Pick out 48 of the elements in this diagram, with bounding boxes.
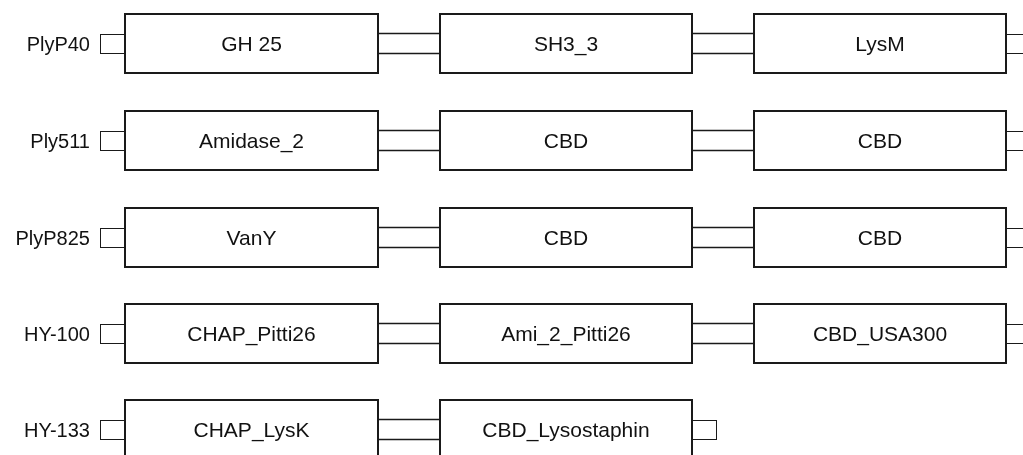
domain-label: CBD: [543, 128, 589, 153]
domain-label: CBD: [857, 225, 903, 250]
domain-box: [753, 303, 1007, 364]
terminal-stub: [100, 130, 125, 151]
domain-box: [124, 207, 379, 268]
domain-box: [753, 13, 1007, 74]
domain-label: VanY: [226, 225, 277, 250]
domain-box: [124, 13, 379, 74]
domain-box: [124, 110, 379, 171]
terminal-stub: [100, 323, 125, 344]
terminal-stub: [692, 419, 717, 440]
domain-label: SH3_3: [533, 31, 599, 56]
domain-label: LysM: [855, 31, 905, 56]
linker: [378, 226, 440, 249]
linker: [692, 32, 754, 55]
domain-box: [753, 207, 1007, 268]
domain-label: GH 25: [221, 31, 282, 56]
linker: [378, 129, 440, 152]
domain-box: [439, 110, 693, 171]
domain-label: CBD_USA300: [812, 321, 948, 346]
domain-box: [124, 399, 379, 455]
domain-box: [439, 207, 693, 268]
construct-name: HY-100: [24, 322, 90, 345]
linker: [692, 129, 754, 152]
domain-box: [439, 13, 693, 74]
domain-label: CBD_Lysostaphin: [482, 417, 650, 442]
domain-label: CHAP_LysK: [193, 417, 310, 442]
domain-label: CBD: [857, 128, 903, 153]
domain-box: [439, 399, 693, 455]
linker: [692, 322, 754, 345]
linker: [692, 226, 754, 249]
domain-box: [439, 303, 693, 364]
domain-label: Ami_2_Pitti26: [501, 321, 631, 346]
domain-label: CBD: [543, 225, 589, 250]
linker: [378, 418, 440, 441]
domain-label: Amidase_2: [198, 128, 305, 153]
domain-box: [753, 110, 1007, 171]
construct-name: Ply511: [30, 129, 90, 152]
terminal-stub: [100, 33, 125, 54]
domain-box: [124, 303, 379, 364]
construct-name: PlyP825: [15, 226, 90, 249]
terminal-stub: [100, 227, 125, 248]
construct-name: PlyP40: [26, 32, 90, 55]
linker: [378, 32, 440, 55]
construct-name: HY-133: [24, 418, 90, 441]
linker: [378, 322, 440, 345]
terminal-stub: [100, 419, 125, 440]
domain-label: CHAP_Pitti26: [187, 321, 316, 346]
